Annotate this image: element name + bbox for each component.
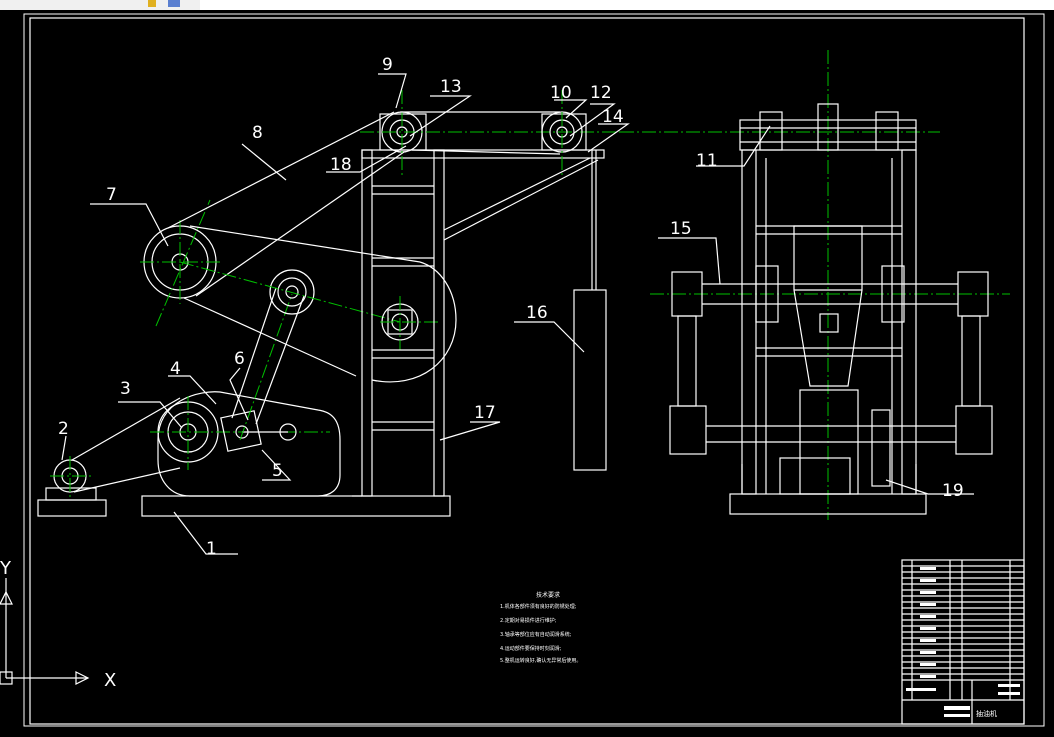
gear-reducer xyxy=(157,391,341,497)
label-16: 16 xyxy=(526,303,548,323)
tech-note-5: 5.整机运转良好,确认无异常后使用。 xyxy=(500,657,581,664)
tech-note-3: 3.轴承等部位应有自动润滑系统; xyxy=(500,631,572,638)
parts-list-cell xyxy=(920,567,936,570)
frame-post-right xyxy=(433,149,445,497)
motor-base xyxy=(37,499,107,517)
outer-frame xyxy=(23,13,1045,727)
folder-icon[interactable] xyxy=(148,0,156,7)
top-beam xyxy=(361,149,605,159)
tech-note-1: 1.机体各部件须有良好的防锈处理; xyxy=(500,603,577,610)
parts-list-cell xyxy=(920,591,936,594)
right-foot xyxy=(955,405,993,455)
label-5: 5 xyxy=(272,461,283,481)
label-14: 14 xyxy=(602,107,624,127)
ucs-icon: X Y xyxy=(0,558,116,691)
label-6: 6 xyxy=(234,349,245,369)
label-2: 2 xyxy=(58,419,69,439)
y-axis-label: Y xyxy=(0,558,12,579)
brace xyxy=(443,157,591,231)
front-view xyxy=(620,50,1010,520)
layer-icon[interactable] xyxy=(168,0,180,7)
left-foot xyxy=(669,405,707,455)
parts-list-cell xyxy=(920,651,936,654)
crank xyxy=(220,410,262,452)
motor-bracket xyxy=(45,487,97,501)
connecting-rod xyxy=(231,287,277,419)
base-plate xyxy=(141,495,451,517)
parts-list-cell xyxy=(920,627,936,630)
tech-note-4: 4.运动部件要保持时刻润滑; xyxy=(500,645,562,652)
parts-list-cell xyxy=(920,603,936,606)
frame-post-left xyxy=(361,149,373,497)
x-axis-label: X xyxy=(104,670,116,691)
label-9: 9 xyxy=(382,55,393,75)
label-13: 13 xyxy=(440,77,462,97)
label-12: 12 xyxy=(590,83,612,103)
label-7: 7 xyxy=(106,185,117,205)
front-motor xyxy=(779,457,851,495)
tech-requirements: 技术要求 1.机体各部件须有良好的防锈处理; 2.定期对易损件进行维护; 3.轴… xyxy=(500,591,581,664)
label-17: 17 xyxy=(474,403,496,423)
parts-list-cell xyxy=(920,663,936,666)
label-10: 10 xyxy=(550,83,572,103)
belt-upper xyxy=(167,111,395,229)
toolbar-edge xyxy=(200,0,1054,10)
belt-lower xyxy=(195,151,405,297)
side-view xyxy=(37,73,630,555)
counterweight xyxy=(573,289,607,471)
tech-title: 技术要求 xyxy=(536,591,560,599)
label-18: 18 xyxy=(330,155,352,175)
title-block: 抽油机 xyxy=(901,559,1025,725)
inner-frame xyxy=(29,17,1025,725)
flywheel-arc xyxy=(371,261,457,383)
label-15: 15 xyxy=(670,219,692,239)
parts-list-cell xyxy=(920,579,936,582)
tech-note-2: 2.定期对易损件进行维护; xyxy=(500,617,557,624)
parts-list-cell xyxy=(920,615,936,618)
label-4: 4 xyxy=(170,359,181,379)
label-3: 3 xyxy=(120,379,131,399)
parts-list-cell xyxy=(920,639,936,642)
parts-list-cell xyxy=(920,675,936,678)
toolbar-strip xyxy=(0,0,1054,10)
label-1: 1 xyxy=(206,539,217,559)
label-19: 19 xyxy=(942,481,964,501)
label-11: 11 xyxy=(696,151,718,171)
label-8: 8 xyxy=(252,123,263,143)
drawing-name: 抽油机 xyxy=(976,709,997,718)
rod-pin xyxy=(269,269,315,315)
